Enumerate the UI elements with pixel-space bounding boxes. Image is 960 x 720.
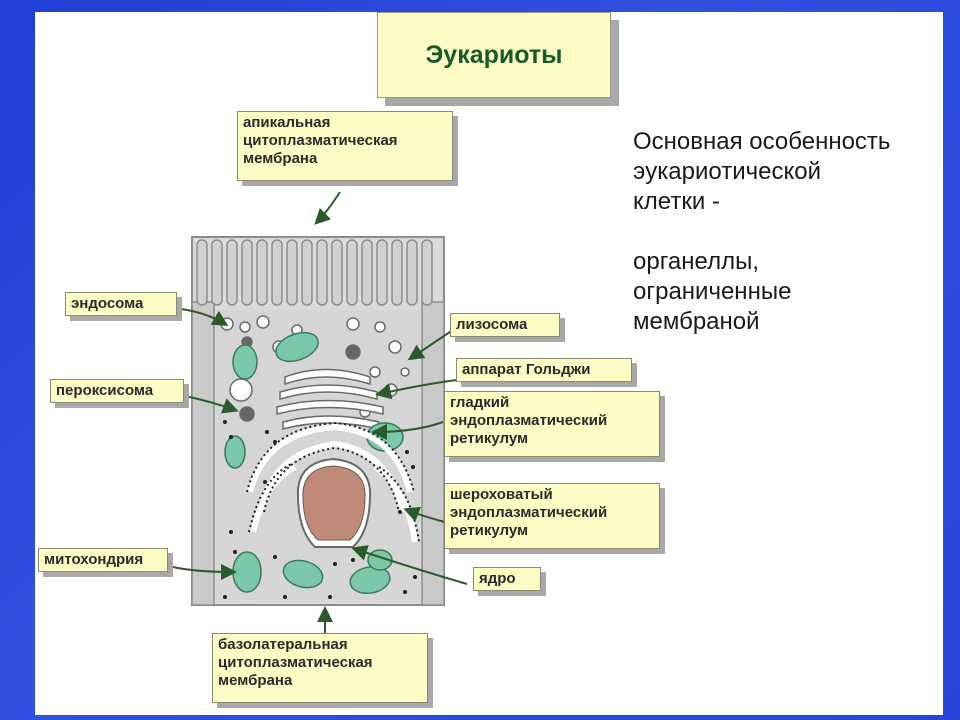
page-title: Эукариоты xyxy=(425,40,563,69)
label-smooth-er: гладкий эндоплазматический ретикулум xyxy=(444,391,660,457)
label-basolateral-membrane: базолатеральная цитоплазматическая мембр… xyxy=(212,633,428,703)
leader-arrows xyxy=(172,191,468,634)
side-description: Основная особенность эукариотической кле… xyxy=(633,127,953,337)
nucleus xyxy=(296,457,372,548)
side-text-feature: Основная особенность эукариотической кле… xyxy=(633,128,891,215)
label-golgi: аппарат Гольджи xyxy=(456,358,632,382)
label-endosome: эндосома xyxy=(65,292,177,316)
label-peroxisome: пероксисома xyxy=(50,379,184,403)
label-rough-er: шероховатый эндоплазматический ретикулум xyxy=(444,483,660,549)
label-mitochondrion: митохондрия xyxy=(38,548,168,572)
label-nucleus: ядро xyxy=(473,567,541,591)
cell-diagram xyxy=(172,191,468,634)
mitochondria xyxy=(224,331,404,595)
label-lysosome: лизосома xyxy=(450,313,560,337)
ribosomes xyxy=(223,420,417,599)
microvilli xyxy=(196,239,433,306)
title-box: Эукариоты xyxy=(377,12,611,98)
rough-er-ribosomes xyxy=(246,421,420,543)
side-text-organelles: органеллы, ограниченные мембраной xyxy=(633,248,792,335)
label-apical-membrane: апикальная цитоплазматическая мембрана xyxy=(237,111,453,181)
slide-canvas: Эукариоты Основная особенность эукариоти… xyxy=(35,12,943,715)
